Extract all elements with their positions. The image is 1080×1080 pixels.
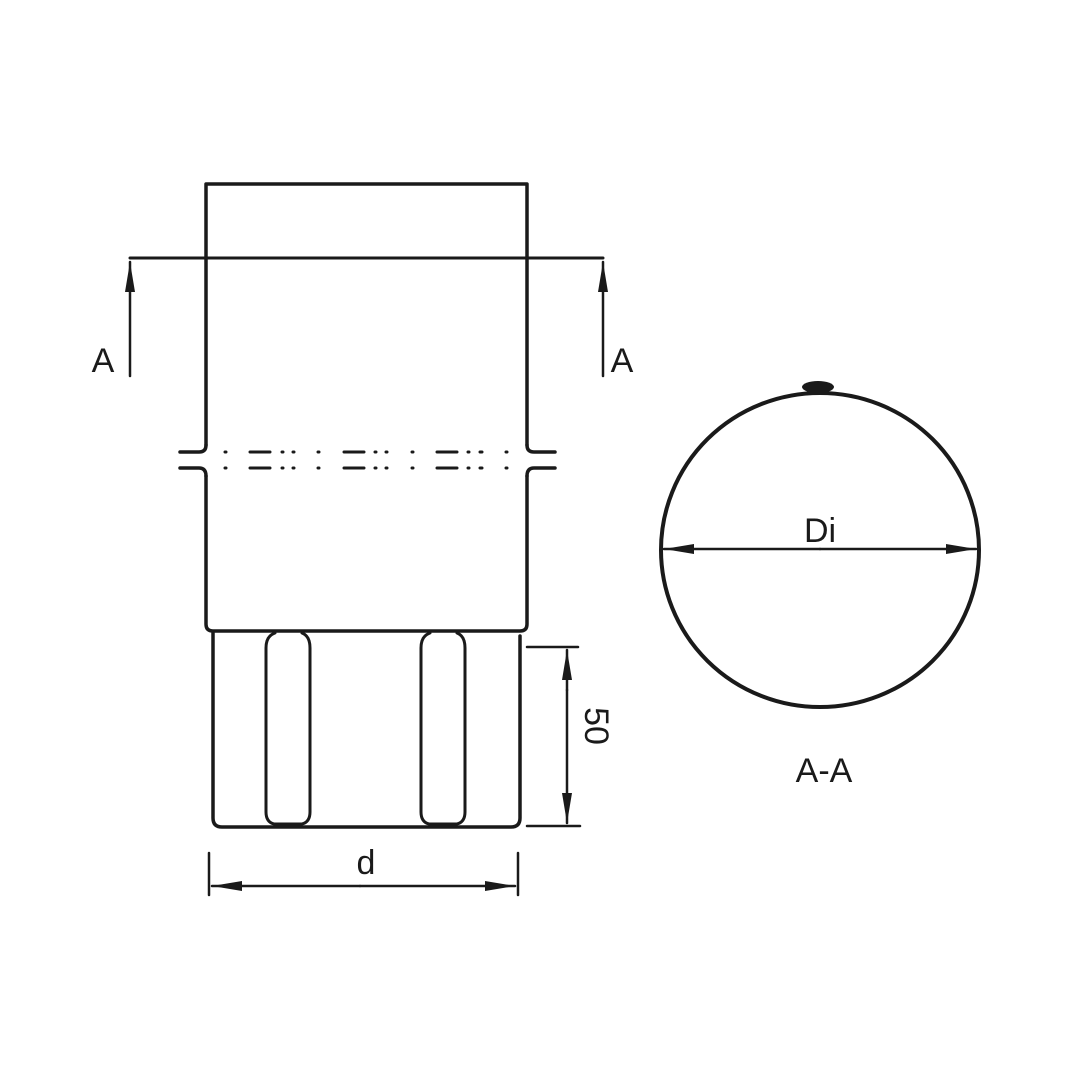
dimension-width-label: d: [357, 844, 376, 882]
spigot-end: [211, 631, 522, 829]
dimension-height-label: 50: [577, 707, 615, 745]
pipe-body-lower: [204, 474, 529, 633]
section-view: Di A-A: [659, 381, 981, 790]
elevation-view: A A 50 d: [92, 182, 634, 897]
section-marker-left: A: [92, 342, 115, 380]
dimension-width: [207, 851, 520, 897]
break-lower-right: [525, 466, 557, 478]
seam-weld: [802, 381, 834, 393]
spigot-groove-right: [419, 631, 467, 826]
dimension-height: [525, 645, 582, 828]
spigot-groove-left: [264, 631, 312, 826]
break-upper-right: [525, 443, 557, 454]
dimension-diameter-label: Di: [804, 512, 836, 550]
section-marker-right: A: [611, 342, 634, 380]
break-line-pattern: [223, 450, 509, 470]
break-lower-left: [178, 466, 208, 478]
section-cut-line: [125, 256, 608, 378]
pipe-cross-section: [659, 391, 981, 709]
section-title: A-A: [796, 752, 853, 790]
pipe-body-upper: [204, 182, 529, 447]
break-upper-left: [178, 443, 208, 454]
